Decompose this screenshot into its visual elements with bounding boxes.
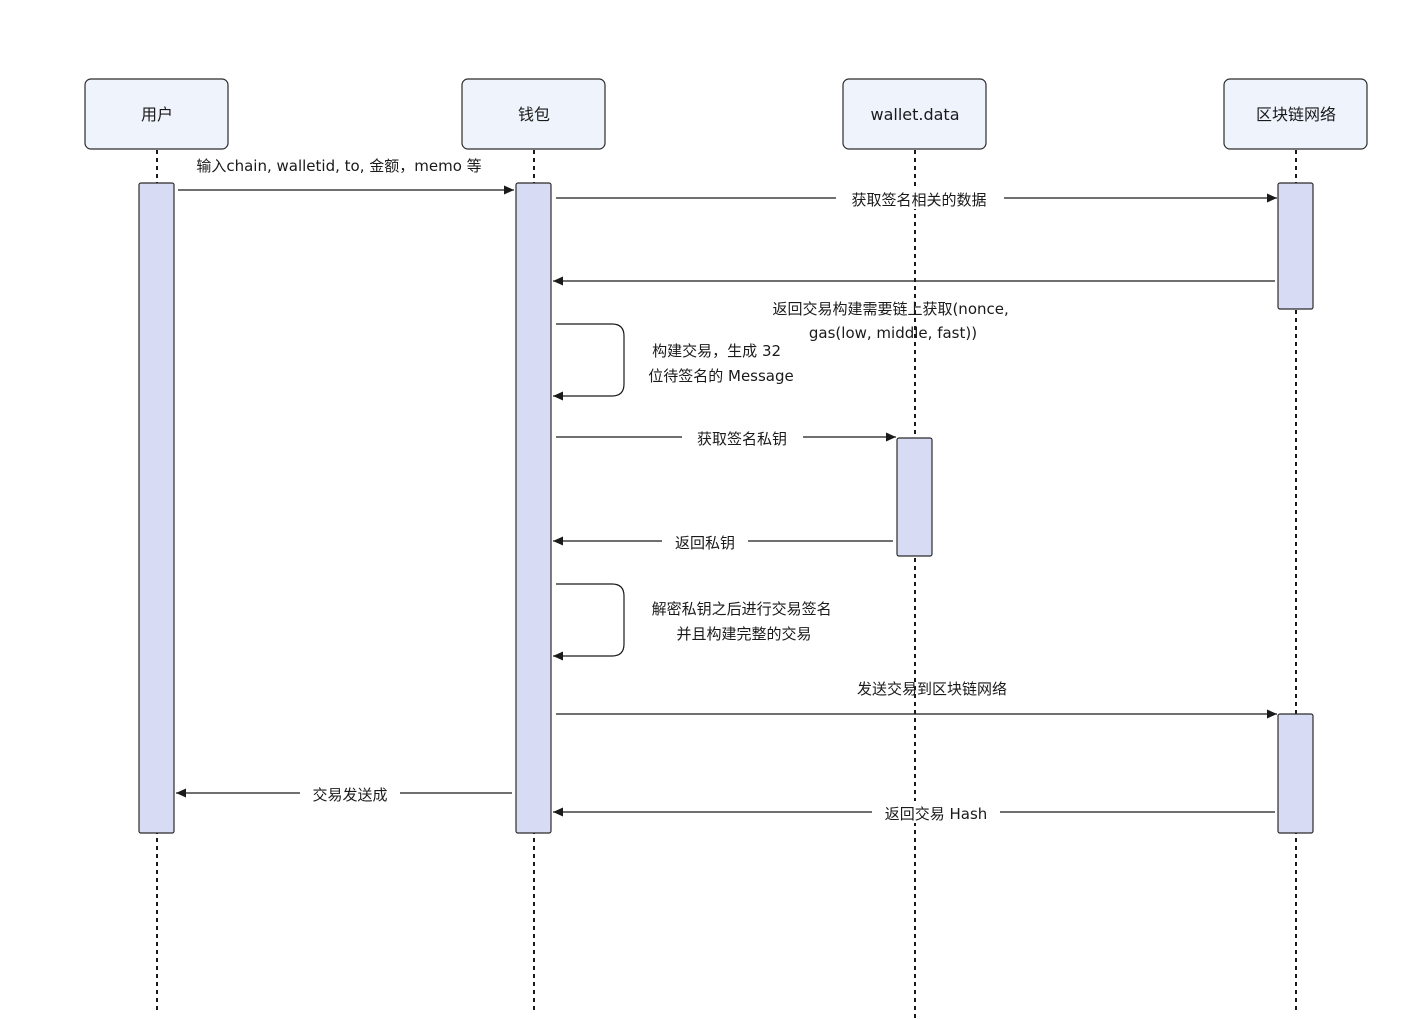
message-tx-sent: 交易发送成	[176, 782, 512, 804]
activation-wallet	[515, 182, 552, 834]
message-decrypt-sign-line-1: 解密私钥之后进行交易签名	[652, 600, 832, 618]
message-return-private-key: 返回私钥	[553, 530, 893, 552]
message-build-tx-label: 构建交易，生成 32 位待签名的 Message	[648, 342, 794, 385]
message-send-tx: 发送交易到区块链网络	[556, 680, 1277, 719]
message-return-chain-data-line-2: gas(low, middle, fast))	[809, 324, 977, 342]
activation-user	[138, 182, 175, 834]
activation-blockchain-1	[1277, 182, 1314, 310]
message-build-tx-line-1: 构建交易，生成 32	[652, 342, 781, 360]
message-return-hash: 返回交易 Hash	[553, 801, 1275, 823]
message-decrypt-sign-line-2: 并且构建完整的交易	[676, 625, 811, 643]
participant-user: 用户	[84, 78, 229, 150]
message-send-tx-label: 发送交易到区块链网络	[857, 680, 1007, 698]
message-decrypt-sign: 解密私钥之后进行交易签名 并且构建完整的交易	[553, 583, 837, 661]
participant-user-label: 用户	[141, 105, 173, 124]
participant-wallet-data-label: wallet.data	[870, 105, 959, 124]
message-return-hash-label: 返回交易 Hash	[885, 805, 988, 823]
participant-wallet-label: 钱包	[518, 105, 550, 124]
participant-blockchain-label: 区块链网络	[1256, 105, 1336, 124]
message-decrypt-sign-label: 解密私钥之后进行交易签名 并且构建完整的交易	[652, 600, 837, 643]
participant-blockchain: 区块链网络	[1223, 78, 1368, 150]
activation-blockchain-2	[1277, 713, 1314, 834]
activation-wallet-data	[896, 437, 933, 557]
message-return-chain-data-label: 返回交易构建需要链上获取(nonce, gas(low, middle, fas…	[772, 300, 1013, 342]
message-get-private-key: 获取签名私钥	[556, 426, 896, 448]
message-input-params-label: 输入chain, walletid, to, 金额，memo 等	[196, 157, 481, 175]
message-input-params: 输入chain, walletid, to, 金额，memo 等	[178, 157, 514, 195]
message-return-chain-data: 返回交易构建需要链上获取(nonce, gas(low, middle, fas…	[553, 276, 1275, 342]
message-get-sign-data: 获取签名相关的数据	[556, 187, 1277, 209]
message-build-tx-line-2: 位待签名的 Message	[648, 367, 794, 385]
message-get-private-key-label: 获取签名私钥	[697, 430, 787, 448]
participant-wallet: 钱包	[461, 78, 606, 150]
message-return-chain-data-line-1: 返回交易构建需要链上获取(nonce,	[772, 300, 1008, 318]
message-tx-sent-label: 交易发送成	[312, 786, 387, 804]
participant-wallet-data: wallet.data	[842, 78, 987, 150]
message-build-tx: 构建交易，生成 32 位待签名的 Message	[553, 323, 794, 401]
message-get-sign-data-label: 获取签名相关的数据	[851, 191, 986, 209]
message-return-private-key-label: 返回私钥	[675, 534, 735, 552]
